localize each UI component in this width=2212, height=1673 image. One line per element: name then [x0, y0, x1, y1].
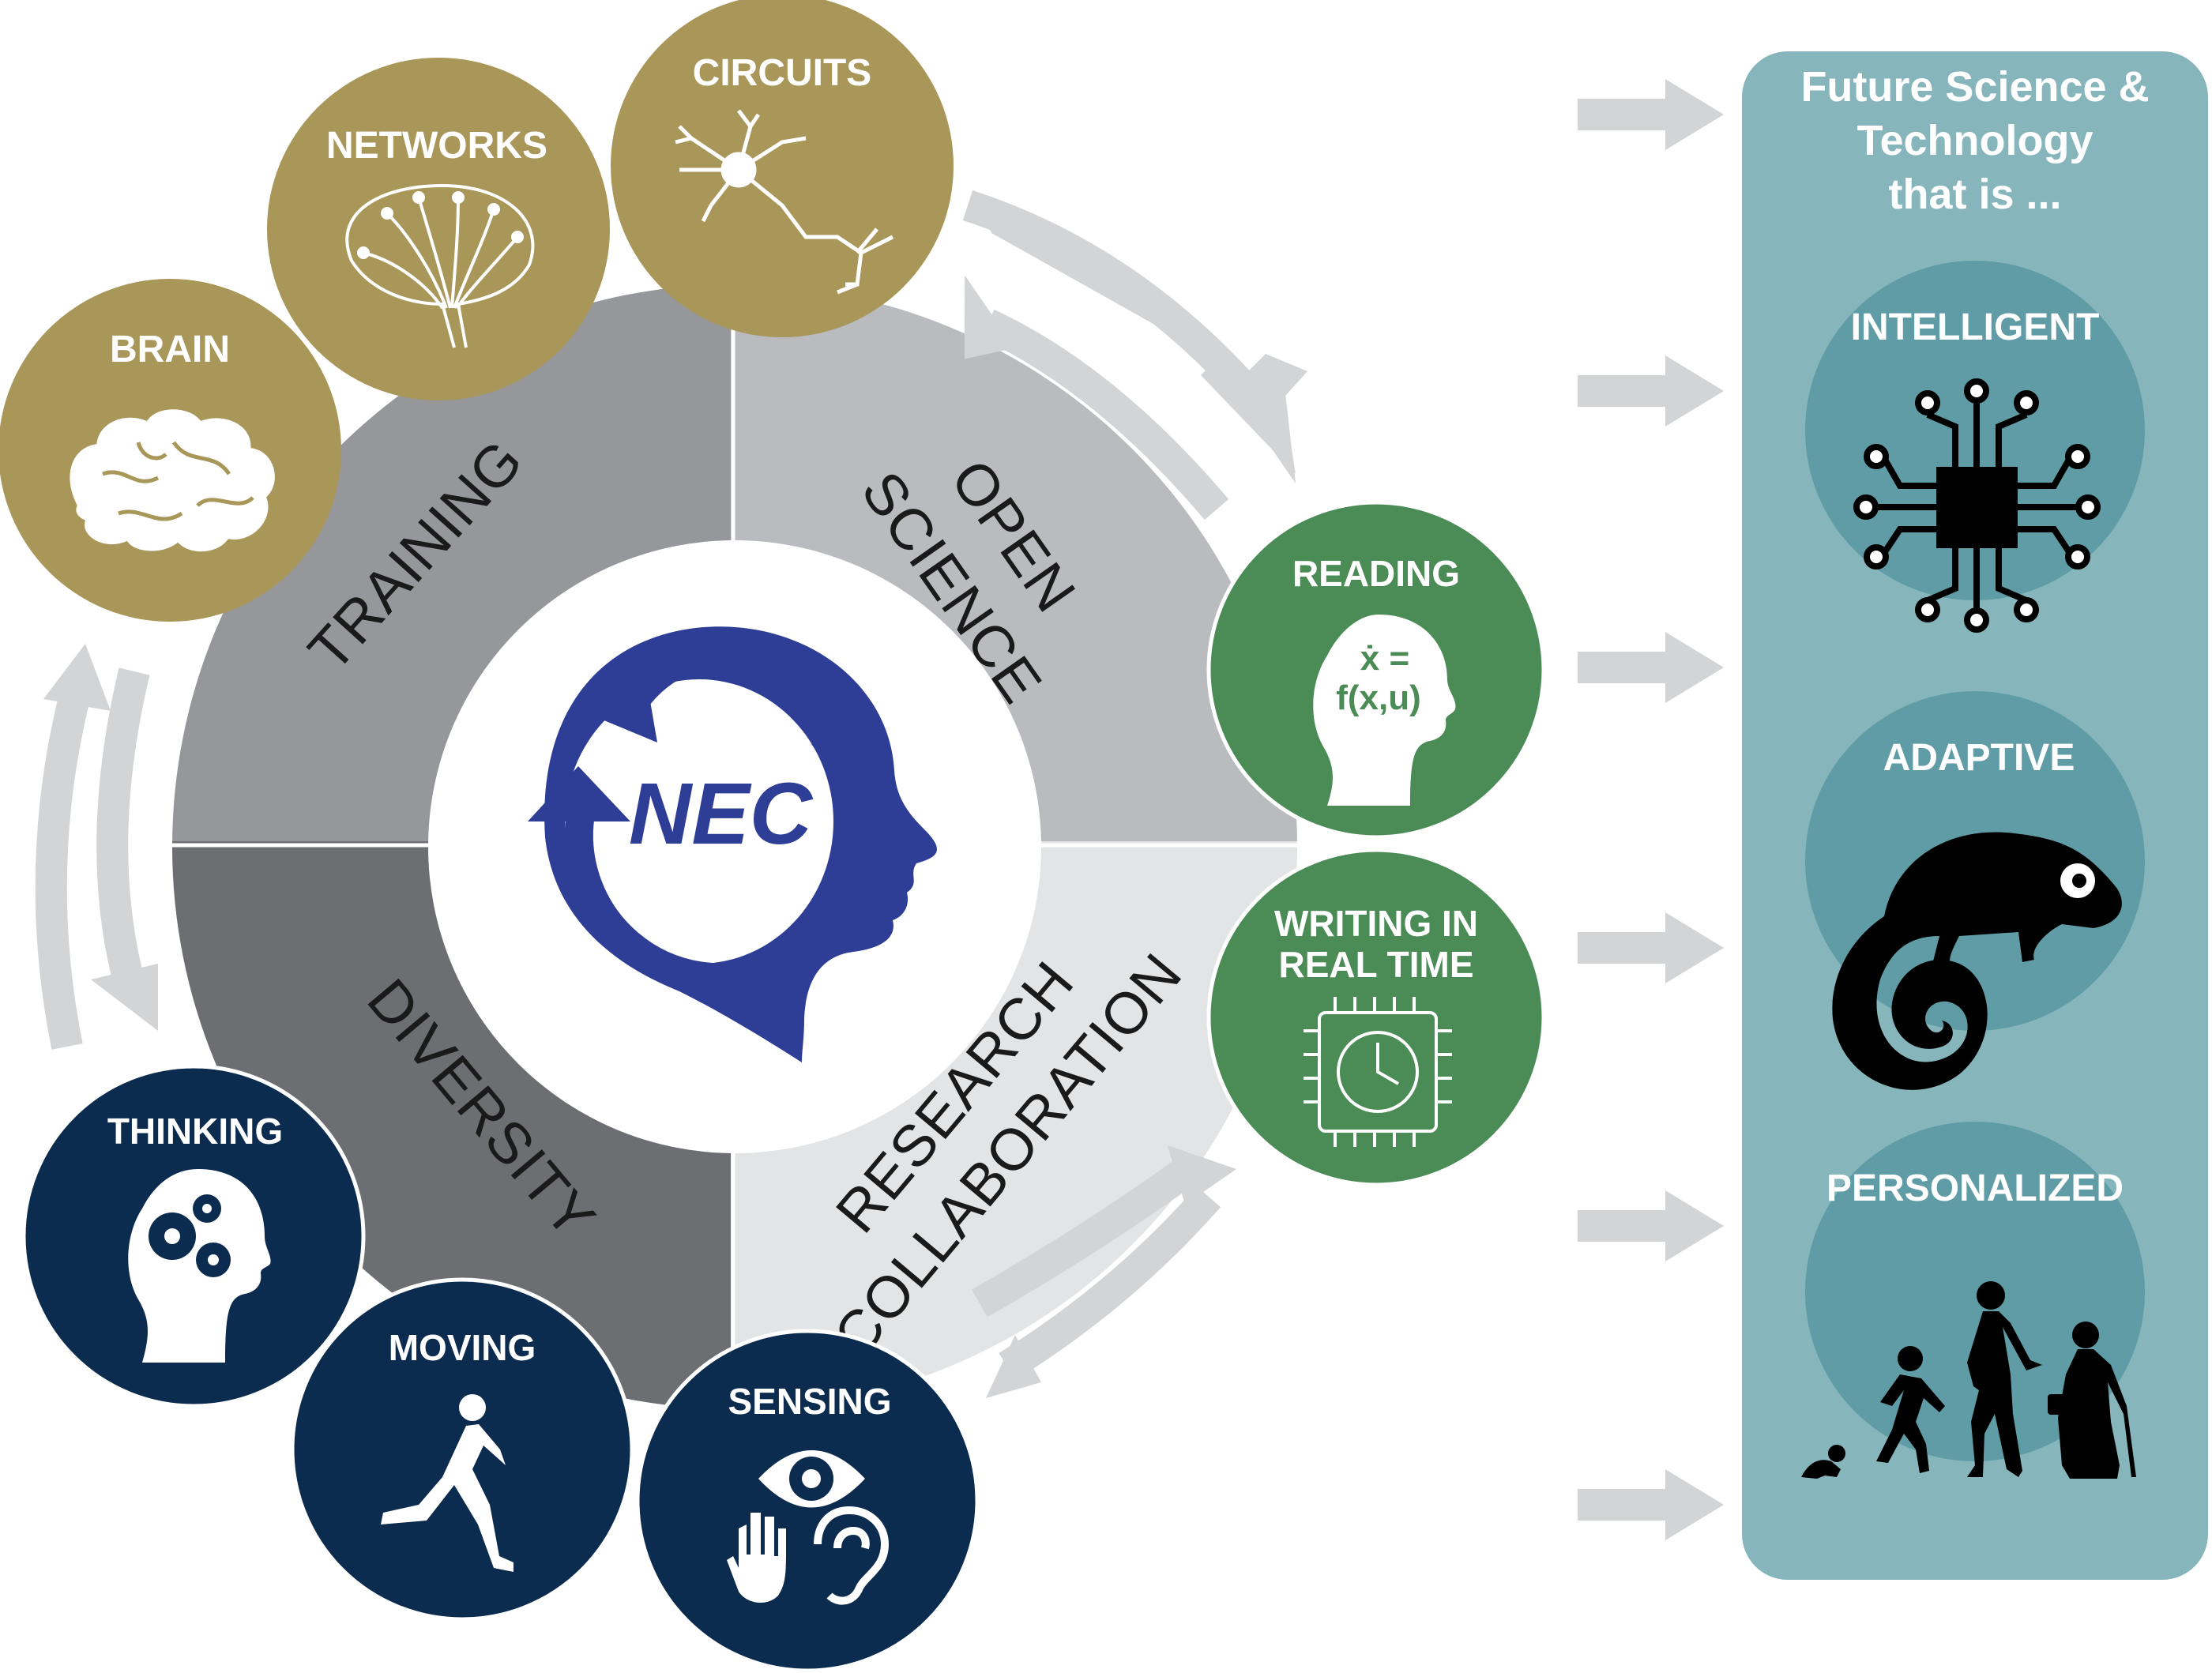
circle-writing: WRITING IN REAL TIME: [1209, 850, 1544, 1185]
circle-circuits: CIRCUITS: [611, 0, 954, 337]
label-reading: READING: [1292, 553, 1460, 594]
label-circuits: CIRCUITS: [693, 52, 872, 94]
brain-icon: [68, 408, 277, 554]
label-brain: BRAIN: [110, 329, 230, 370]
flow-arrow-4: [1578, 912, 1724, 983]
flow-arrow-5: [1578, 1190, 1724, 1261]
label-writing-1: WRITING IN: [1274, 903, 1478, 944]
flow-arrow-1: [1578, 79, 1724, 150]
panel-title-line-1: Future Science &: [1800, 63, 2149, 111]
label-networks: NETWORKS: [326, 125, 547, 167]
future-panel: Future Science & Technology that is ... …: [1742, 51, 2208, 1580]
label-sensing: SENSING: [728, 1381, 891, 1422]
label-writing-2: REAL TIME: [1278, 944, 1473, 985]
panel-title-line-3: that is ...: [1888, 171, 2061, 218]
panel-title-line-2: Technology: [1856, 117, 2093, 164]
equation-line-2: f(x,u): [1336, 679, 1421, 717]
flow-arrows: [1578, 79, 1724, 1540]
equation-line-1: ẋ =: [1360, 639, 1409, 678]
flow-arrow-2: [1578, 355, 1724, 427]
circle-reading: READING ẋ = f(x,u): [1209, 502, 1544, 837]
panel-item-intelligent: INTELLIGENT: [1851, 306, 2100, 348]
flow-arrow-6: [1578, 1469, 1724, 1540]
circle-brain: BRAIN: [0, 279, 341, 622]
circle-networks: NETWORKS: [267, 58, 610, 400]
flow-arrow-3: [1578, 632, 1724, 703]
circle-thinking: THINKING: [24, 1066, 363, 1406]
panel-item-personalized: PERSONALIZED: [1826, 1167, 2124, 1209]
circle-moving: MOVING: [292, 1280, 632, 1619]
center-label: NEC: [629, 765, 814, 863]
label-thinking: THINKING: [107, 1111, 283, 1152]
label-moving: MOVING: [389, 1327, 536, 1368]
circle-sensing: SENSING: [638, 1331, 977, 1671]
panel-item-adaptive: ADAPTIVE: [1883, 737, 2075, 779]
